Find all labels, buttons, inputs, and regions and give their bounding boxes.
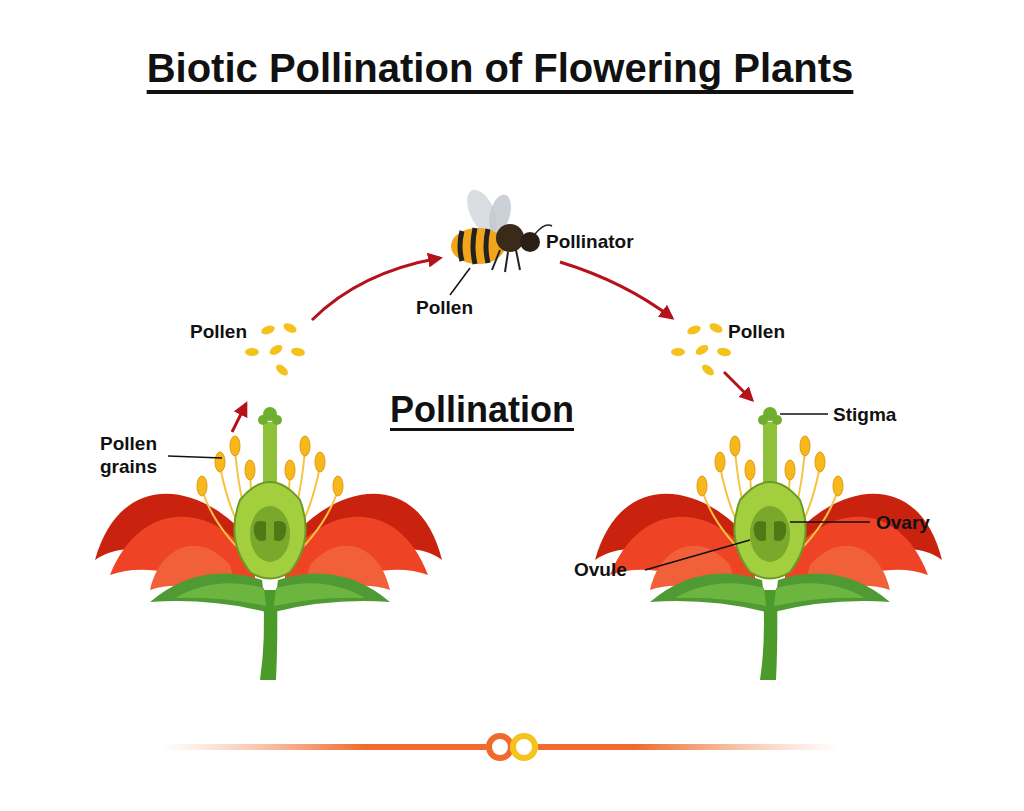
part-label: Pollen [190,320,247,343]
flow-arrow [232,258,752,432]
flower [595,407,942,680]
section-heading: Pollination [390,388,574,432]
logo [486,721,538,773]
part-label: Pollen grains [100,432,175,478]
part-label: Pollen [728,320,785,343]
part-label: Pollinator [546,230,634,253]
part-label: Ovary [876,511,930,534]
part-label: Ovule [574,558,627,581]
part-label: Pollen [416,296,473,319]
diagram-title: Biotic Pollination of Flowering Plants [120,38,880,98]
pollen-grains [245,321,732,377]
part-label: Stigma [833,403,896,426]
leader-line [168,268,870,570]
bee [451,185,552,272]
flower [95,407,442,680]
